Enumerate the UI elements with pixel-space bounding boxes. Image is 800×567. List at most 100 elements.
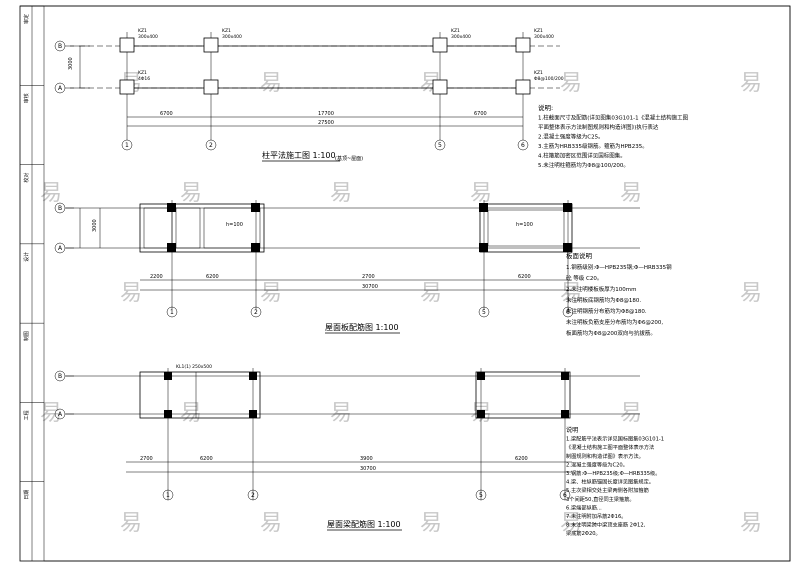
axis-label: 5 (482, 309, 486, 316)
titleblock-cell: 日期 (24, 490, 30, 500)
watermark-glyph: 易 (470, 181, 492, 206)
notes-line: 7.未注明附加吊筋2Φ16。 (566, 512, 626, 520)
col-note-5: 4Φ16 (138, 76, 150, 82)
watermark-glyph: 易 (740, 281, 762, 306)
notes-line: 砼 等级 C20。 (566, 274, 602, 282)
col-dim-span-2: 17700 (318, 111, 334, 117)
col-tag: KZ1 (138, 28, 147, 34)
col-tag-5: KZ1 (138, 70, 147, 76)
col-note-3: 300x400 (451, 34, 471, 40)
slab-tag-right: h=100 (516, 222, 533, 228)
axis-bubble (562, 306, 574, 318)
axis-label: 1 (125, 142, 129, 149)
notes-line: 2.未注明楼板板厚为100mm (566, 285, 636, 293)
notes-heading: 板面说明 (566, 251, 593, 260)
col-note-2: 300x400 (222, 34, 242, 40)
watermark-glyph: 易 (120, 281, 142, 306)
watermark-glyph: 易 (40, 181, 62, 206)
notes-line: 2.混凝土强度等级为C20。 (566, 460, 628, 468)
col-plan-elev: (基顶~屋面) (335, 155, 363, 162)
watermark-glyph: 易 (420, 511, 442, 536)
axis-label: 5 (479, 492, 483, 499)
beam-dim-4: 6200 (515, 456, 528, 462)
watermark-glyph: 易 (620, 181, 642, 206)
col-tag-6: KZ1 (534, 70, 543, 76)
titleblock-cell: 设计 (23, 252, 30, 262)
titleblock-cell: 审核 (23, 93, 30, 103)
slab-dim-2: 6200 (206, 274, 219, 280)
axis-label: A (58, 245, 63, 252)
notes-line: 板面筋均为Φ8@200双向与抗拔筋。 (566, 329, 656, 337)
axis-label: B (58, 43, 62, 50)
slab-plan-title: 屋面板配筋图 1:100 (325, 322, 399, 332)
col-note-1: 300x400 (138, 34, 158, 40)
col-note-4: 300x400 (534, 34, 554, 40)
column-plan: 3000 6700 17700 6700 27500 KZ1 300x400 K… (68, 28, 564, 162)
inner-frame (43, 5, 791, 562)
beam-plan-title: 屋面梁配筋图 1:100 (327, 519, 401, 529)
titleblock-cell: 校对 (23, 173, 30, 183)
axis-label: 6 (521, 142, 525, 149)
watermark-glyph: 易 (740, 511, 762, 536)
watermark-glyph: 易 (180, 181, 202, 206)
axis-bubble (166, 306, 178, 318)
axis-bubble (247, 489, 259, 501)
notes-line: 3.主筋为HRB335级钢筋。箍筋为HPB235。 (538, 142, 648, 150)
notes-line: 未注明板负筋支座分布筋均为Φ6@200, (566, 318, 663, 326)
axis-label: 5 (438, 142, 442, 149)
watermark-layer: 易易易易易易易易易易易易易易易易易易易易易易易易易 (40, 71, 762, 536)
watermark-glyph: 易 (420, 281, 442, 306)
axis-label: A (58, 411, 63, 418)
col-dim-span-1: 6700 (160, 111, 173, 117)
col-dim-total: 27500 (318, 120, 334, 126)
notes-line: 5.主次梁相交处主梁两侧各附加箍筋 (566, 486, 649, 494)
beam-dim-3: 3900 (360, 456, 373, 462)
watermark-glyph: 易 (740, 71, 762, 96)
notes-heading: 说明: (538, 103, 553, 112)
notes-line: 4.梁、柱纵筋锚固长度详见图集规定。 (566, 478, 654, 486)
slab-tag-left: h=100 (226, 222, 243, 228)
slab-dim-4: 6200 (518, 274, 531, 280)
notes-line: 4.柱箍筋加密区范围详见国标图集。 (538, 152, 626, 160)
notes-heading: 说明 (566, 426, 578, 434)
beam-notes: 说明1.梁配筋平法表示详见国标图集03G101-1 《混凝土结构施工图平面整体表… (566, 426, 664, 537)
watermark-glyph: 易 (620, 401, 642, 426)
col-tag-2: KZ1 (222, 28, 231, 34)
axis-bubble (162, 489, 174, 501)
slab-dim-3: 2700 (362, 274, 375, 280)
watermark-glyph: 易 (560, 511, 582, 536)
axis-bubble (478, 306, 490, 318)
watermark-glyph: 易 (180, 401, 202, 426)
axis-label: 6 (563, 492, 567, 499)
col-plan-title: 柱平法施工图 1:100 (262, 150, 336, 160)
watermark-glyph: 易 (260, 511, 282, 536)
beam-dim-2: 6200 (200, 456, 213, 462)
axis-label: B (58, 373, 62, 380)
axis-bubble (250, 306, 262, 318)
axis-label: 2 (254, 309, 258, 316)
notes-line: 《混凝土结构施工图平面整体表示方法 (566, 443, 654, 451)
axis-bubble (121, 139, 133, 151)
col-tag-4: KZ1 (534, 28, 543, 34)
axis-label: 1 (170, 309, 174, 316)
column-notes: 说明: 1.柱截面尺寸及配筋(详见图集03G101-1《混凝土结构施工图 平面整体… (538, 103, 689, 169)
notes-line: 平面整体表示方法制图规则和构造详图》)执行表达 (538, 123, 659, 131)
axis-label: 1 (166, 492, 170, 499)
beam-plan: KL1(1) 250x500 2700 6200 3900 6200 30700… (66, 364, 640, 531)
titleblock-cell: 审定 (23, 14, 30, 24)
slab-dim-y: 3000 (92, 219, 98, 232)
titleblock-cell: 工程 (23, 410, 30, 420)
beam-tag: KL1(1) 250x500 (176, 364, 212, 370)
watermark-glyph: 易 (40, 401, 62, 426)
watermark-glyph: 易 (120, 511, 142, 536)
slab-dim-total: 30700 (362, 284, 378, 290)
axis-label: 6 (566, 309, 570, 316)
watermark-glyph: 易 (330, 401, 352, 426)
axis-label: 2 (209, 142, 213, 149)
notes-line: 3个间距50,直径同主梁箍筋。 (566, 495, 635, 503)
notes-line: 1.柱截面尺寸及配筋(详见图集03G101-1《混凝土结构施工图 (538, 114, 689, 122)
